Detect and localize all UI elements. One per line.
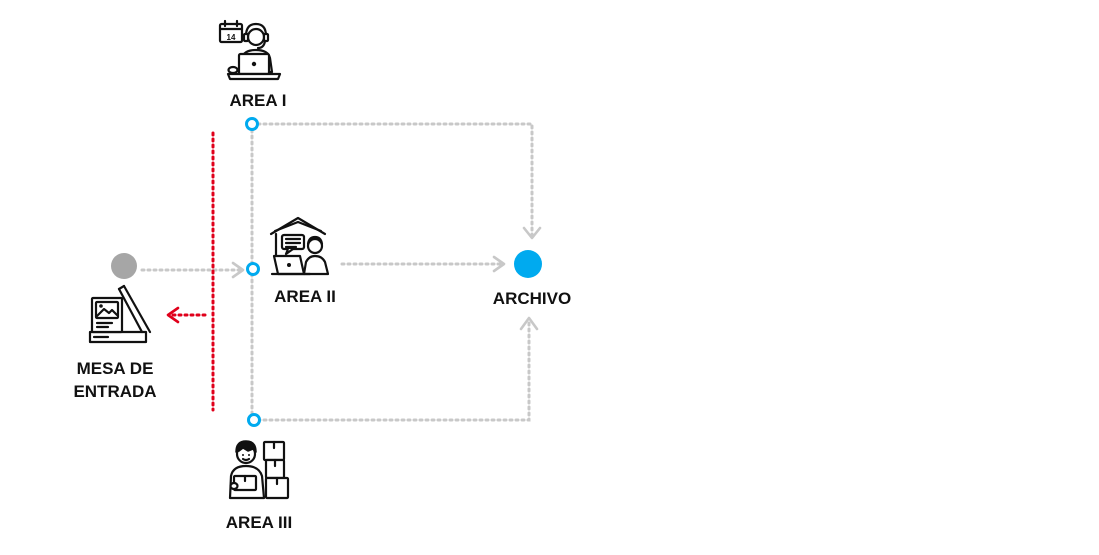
return-arrowhead bbox=[166, 306, 180, 324]
worker-with-boxes-icon bbox=[228, 440, 290, 500]
mesa-label-line1: MESA DE bbox=[77, 359, 154, 378]
flatbed-scanner-icon bbox=[88, 284, 152, 344]
area1-arrowhead bbox=[522, 226, 542, 240]
area3-label: AREA III bbox=[226, 513, 292, 532]
archivo-label: ARCHIVO bbox=[493, 289, 571, 308]
area1-label: AREA I bbox=[230, 91, 287, 110]
area2-label: AREA II bbox=[274, 287, 336, 306]
area1-to-archivo-connector bbox=[250, 122, 534, 240]
svg-text:14: 14 bbox=[227, 33, 236, 42]
area3-arrowhead bbox=[519, 316, 539, 331]
area3-node[interactable] bbox=[247, 413, 261, 427]
return-path bbox=[166, 131, 215, 412]
area2-arrowhead bbox=[492, 255, 506, 273]
connectors bbox=[140, 122, 542, 422]
home-office-worker-laptop-icon bbox=[269, 216, 330, 276]
area3-to-archivo-connector bbox=[250, 318, 531, 422]
mesa-node[interactable] bbox=[111, 253, 137, 279]
area1-node[interactable] bbox=[245, 117, 259, 131]
archivo-node[interactable] bbox=[514, 250, 542, 278]
area2-node[interactable] bbox=[246, 262, 260, 276]
mesa-arrowhead bbox=[231, 261, 245, 279]
mesa-label-line2: ENTRADA bbox=[73, 382, 156, 401]
agent-with-headset-laptop-calendar-icon: 14 bbox=[218, 19, 282, 81]
